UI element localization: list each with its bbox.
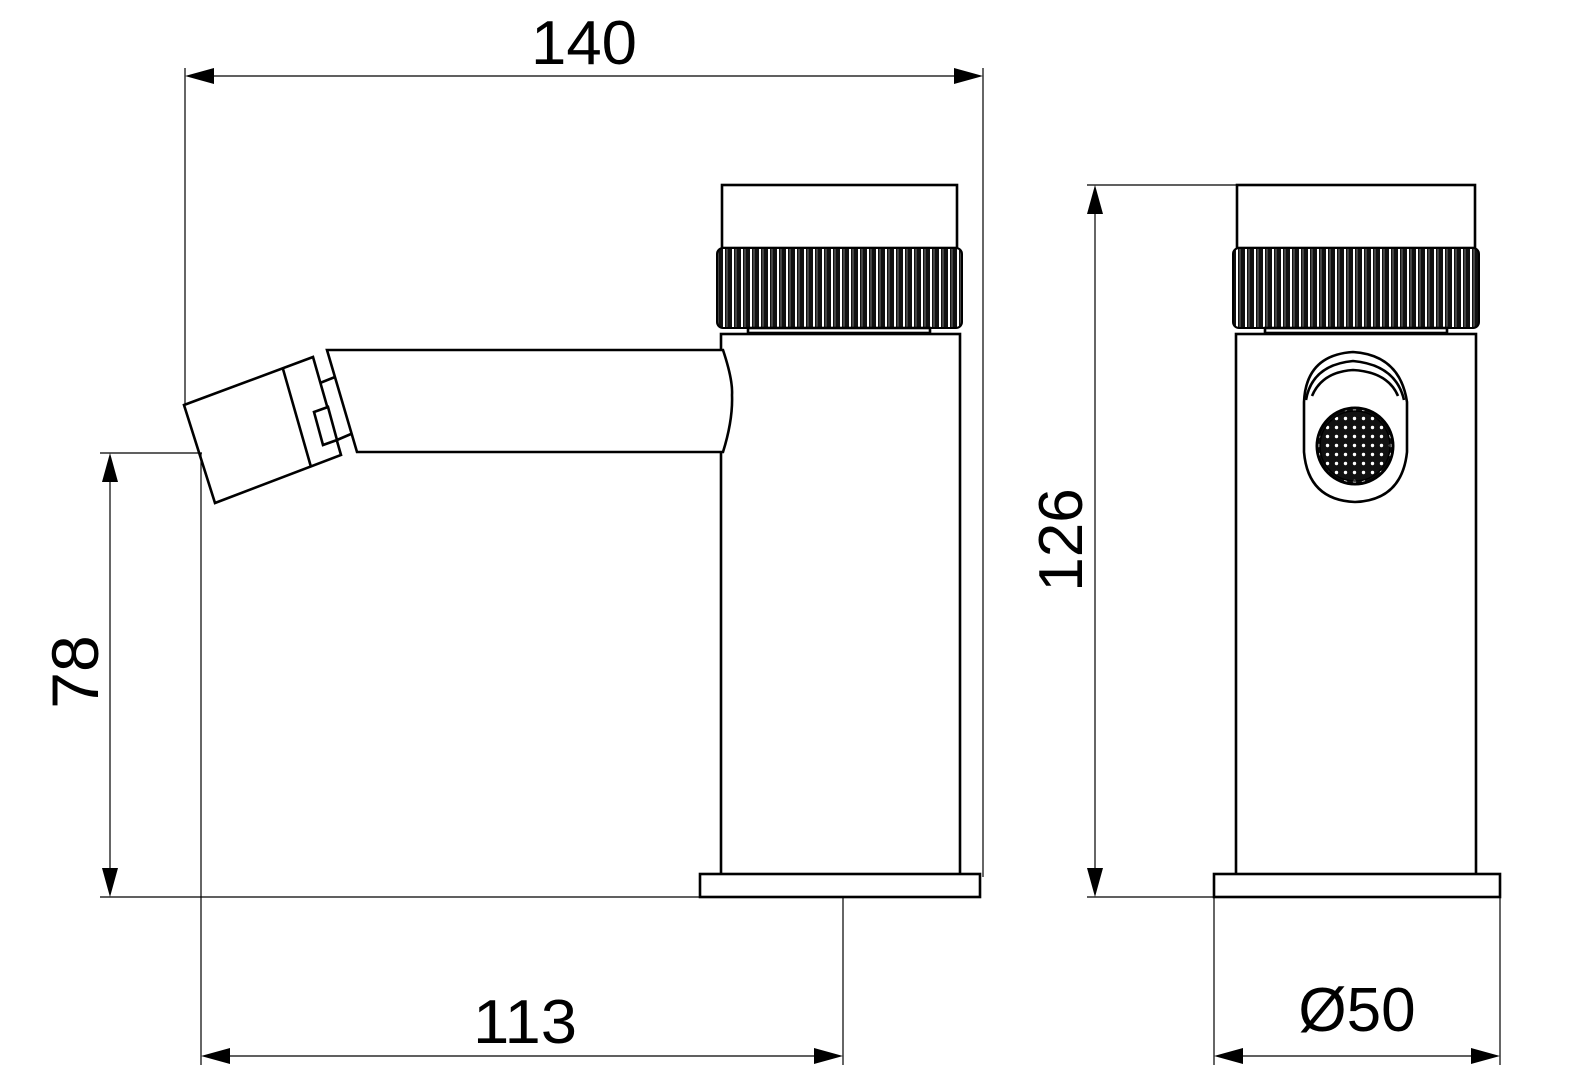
body-column [719, 332, 962, 881]
front-nozzle [1302, 350, 1409, 504]
handle-top-cap [720, 183, 959, 250]
dimension-spout-height: 78 [38, 452, 700, 898]
dimension-overall-length: 140 [184, 9, 984, 877]
front-handle-top-cap [1235, 183, 1477, 250]
front-knurled-handle-ring [1232, 247, 1480, 329]
dim-label-126: 126 [1027, 488, 1096, 591]
dimension-overall-height: 126 [1027, 184, 1236, 898]
dim-label-78: 78 [38, 635, 112, 708]
side-view [182, 183, 982, 899]
front-base-plate [1212, 872, 1502, 899]
spout-arm [325, 348, 734, 454]
dimension-base-diameter: Ø50 [1213, 897, 1501, 1065]
dim-label-113: 113 [473, 988, 577, 1057]
dimension-spout-reach: 113 [200, 453, 844, 1065]
swivel-nozzle [182, 355, 352, 505]
base-plate [698, 872, 982, 899]
front-handle-collar [1263, 326, 1449, 335]
knurled-handle-ring [716, 247, 963, 329]
dim-label-140: 140 [531, 9, 637, 78]
aerator-icon [1315, 406, 1395, 486]
handle-collar [746, 326, 932, 335]
dim-label-diameter-50: Ø50 [1298, 976, 1415, 1045]
front-view [1212, 183, 1502, 899]
